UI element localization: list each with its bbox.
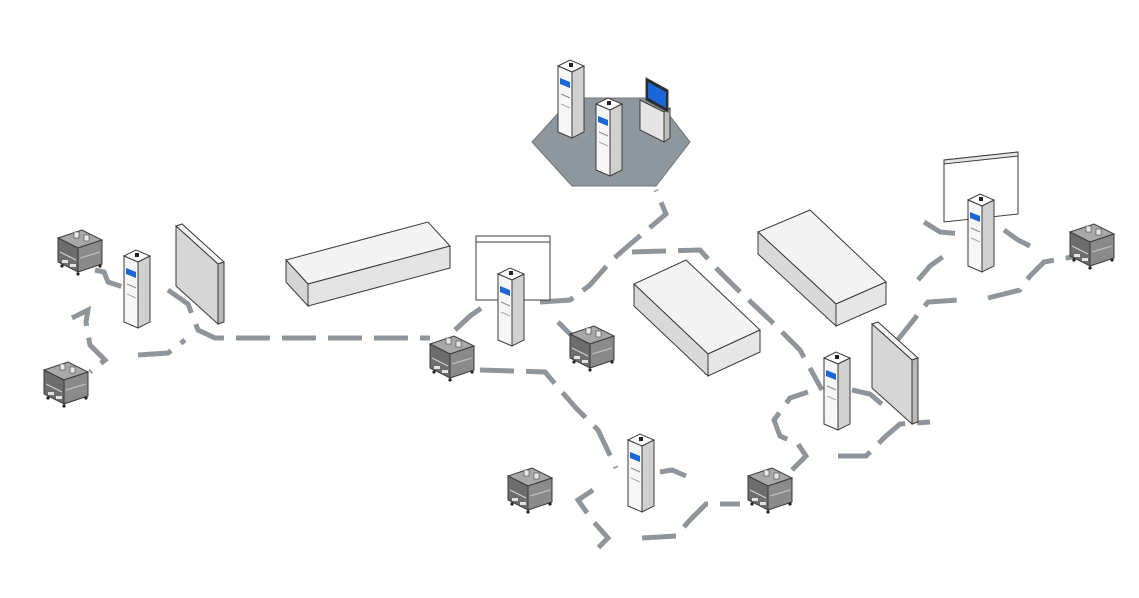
storage-block — [757, 209, 887, 328]
connector — [631, 247, 825, 392]
kiosk-tower — [823, 351, 851, 431]
equipment-cart — [569, 325, 615, 373]
connector — [137, 338, 187, 358]
kiosk-tower — [497, 267, 525, 347]
kiosk-tower — [123, 249, 151, 329]
connector — [659, 467, 687, 479]
connector — [1002, 227, 1032, 249]
display-monitor — [639, 77, 671, 143]
kiosk-tower — [967, 193, 995, 273]
partition-panel — [175, 223, 225, 326]
equipment-cart — [1069, 223, 1115, 271]
equipment-cart — [507, 467, 553, 515]
kiosk-tower — [595, 97, 623, 177]
equipment-cart — [43, 361, 89, 409]
equipment-cart — [429, 335, 475, 383]
connector — [922, 219, 963, 237]
connector — [70, 305, 109, 374]
connector — [641, 501, 740, 541]
storage-block — [285, 221, 451, 308]
partition-panel — [871, 321, 919, 426]
connector — [916, 253, 946, 282]
partition-panel — [475, 235, 551, 301]
connector — [851, 387, 886, 408]
connector — [539, 189, 670, 305]
connector — [838, 419, 931, 459]
connector — [453, 299, 492, 332]
equipment-cart — [747, 467, 793, 515]
connector — [894, 297, 959, 344]
kiosk-tower — [627, 433, 655, 513]
connector — [574, 487, 612, 554]
connector — [987, 253, 1079, 301]
connector — [94, 267, 127, 291]
storage-block — [633, 259, 761, 378]
partition-panel — [943, 151, 1019, 223]
kiosk-tower — [557, 59, 585, 139]
connector — [166, 287, 430, 341]
connector — [479, 367, 619, 470]
connector — [771, 389, 810, 472]
cable-connectors — [70, 189, 1079, 554]
